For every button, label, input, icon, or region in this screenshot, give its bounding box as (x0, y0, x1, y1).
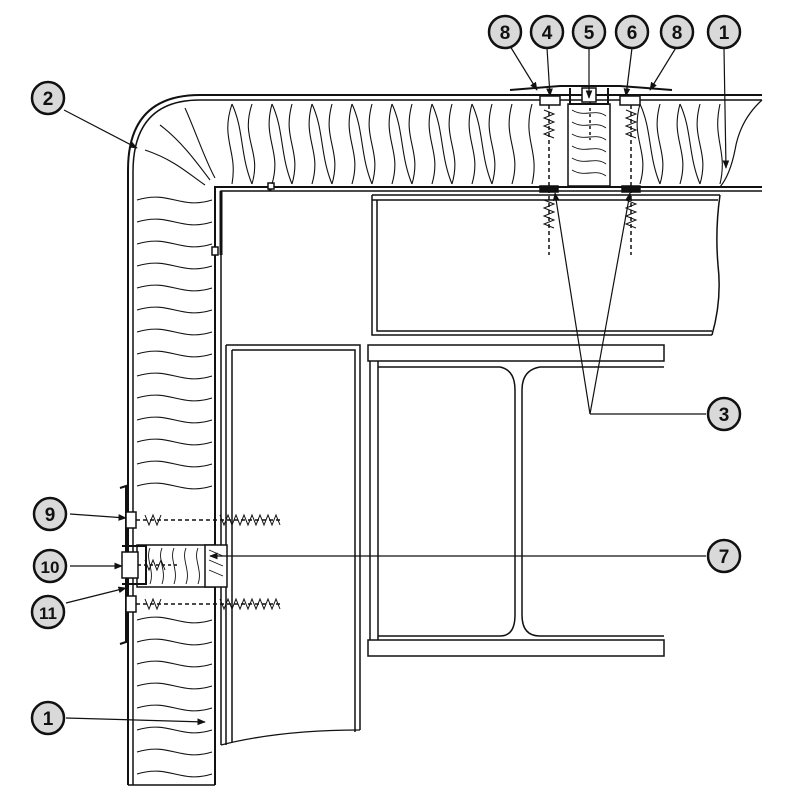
callout-label: 1 (719, 23, 730, 44)
side-panel-joint (119, 484, 282, 645)
leader-c1a (722, 48, 730, 169)
callout-label: 10 (41, 558, 60, 577)
callout-circle (30, 700, 66, 736)
top-panel-joint (509, 85, 673, 255)
leader-c2 (63, 109, 138, 149)
callout-label: 2 (43, 89, 54, 110)
leader-lines (63, 45, 730, 726)
leader-c1b (65, 717, 206, 726)
insulation-side (136, 107, 216, 778)
callout-circle (614, 14, 650, 50)
callout-c8b: 8 (659, 14, 695, 50)
insulated-corner-panel (127, 94, 763, 786)
leader-c4 (546, 47, 553, 97)
callout-label: 7 (719, 547, 730, 568)
callout-c5: 5 (571, 14, 607, 50)
vertical-steel-member (220, 344, 361, 746)
horizontal-steel-member (371, 194, 721, 336)
leader-c8b (649, 45, 678, 91)
callout-c1b: 1 (30, 700, 66, 736)
callout-label: 1 (43, 709, 54, 730)
callout-c10: 10 (32, 548, 68, 584)
callout-circle (706, 14, 742, 50)
insulation-top (227, 103, 723, 185)
callout-label: 11 (39, 604, 57, 623)
callout-circle (30, 80, 66, 116)
callout-c4: 4 (529, 14, 565, 50)
i-beam-column (367, 344, 665, 657)
callout-label: 3 (719, 405, 730, 426)
callout-circle (706, 396, 742, 432)
callout-c1a: 1 (706, 14, 742, 50)
callout-circle (659, 14, 695, 50)
callout-c8a: 8 (487, 14, 523, 50)
callout-label: 6 (627, 23, 638, 44)
callout-c6: 6 (614, 14, 650, 50)
leader-c3-right (589, 192, 632, 415)
callout-c11: 11 (30, 594, 66, 630)
leader-c6 (623, 47, 633, 97)
callout-label: 8 (500, 23, 511, 44)
callout-c7: 7 (706, 538, 742, 574)
callout-label: 5 (584, 23, 595, 44)
leader-c3-left (552, 192, 591, 415)
callout-circle (571, 14, 607, 50)
callout-circle (487, 14, 523, 50)
callout-c2: 2 (30, 80, 66, 116)
callout-circle (706, 538, 742, 574)
callout-c3: 3 (706, 396, 742, 432)
callout-circle (32, 548, 68, 584)
callout-label: 9 (45, 505, 56, 526)
callout-label: 4 (542, 23, 553, 44)
leader-c8a (509, 45, 538, 91)
leader-c9 (69, 513, 127, 521)
leader-c11 (65, 586, 127, 604)
callout-circle (529, 14, 565, 50)
callout-label: 8 (672, 23, 683, 44)
callout-c9: 9 (32, 496, 68, 532)
callout-circle (30, 594, 66, 630)
callout-circle (32, 496, 68, 532)
